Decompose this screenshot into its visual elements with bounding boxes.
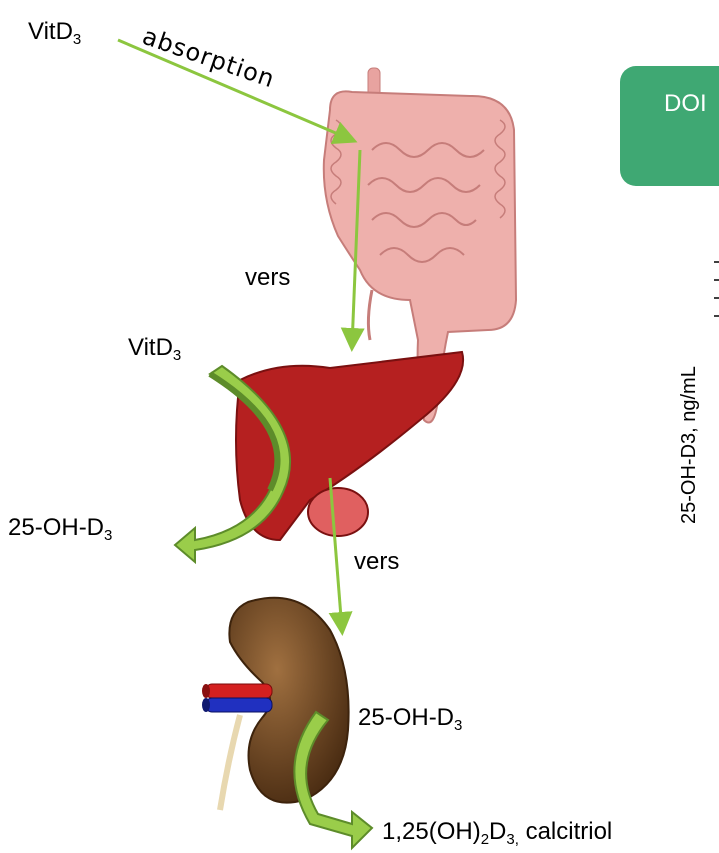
calcitriol-label: 1,25(OH)2D3, calcitriol — [382, 818, 612, 846]
vitd3-intake-label: VitD3 — [28, 18, 81, 46]
hydroxy-kidney-label: 25-OH-D3 — [358, 704, 462, 732]
kidney-icon — [202, 598, 349, 810]
dose-box-label: DOI — [664, 90, 707, 118]
vitd3-liver-label: VitD3 — [128, 334, 181, 362]
chart-y-axis-label: 25-OH-D3, ng/mL — [678, 366, 701, 524]
hydroxy-liver-label: 25-OH-D3 — [8, 514, 112, 542]
chart-axis-ticks — [714, 262, 719, 316]
vers-label-1: vers — [245, 264, 290, 292]
dose-box: DOI — [620, 66, 719, 186]
vers-label-2: vers — [354, 548, 399, 576]
